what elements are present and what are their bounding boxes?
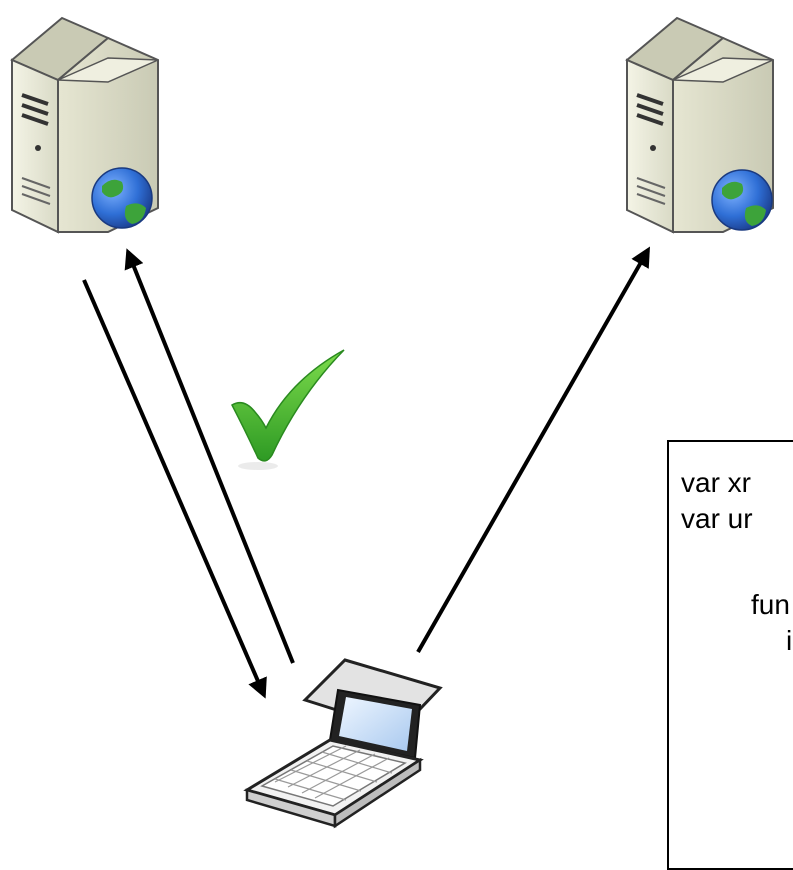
diagram-canvas xyxy=(10,16,774,829)
code-line: var xr xyxy=(681,467,751,498)
arrow-client-to-server-left xyxy=(124,248,295,664)
code-line: fun xyxy=(751,589,790,620)
globe-icon xyxy=(711,169,773,231)
arrow-server-to-client xyxy=(82,279,267,699)
laptop-icon xyxy=(243,658,443,829)
checkmark-icon xyxy=(231,349,345,470)
code-line: i xyxy=(786,625,793,656)
server-right xyxy=(625,16,774,234)
code-line: var ur xyxy=(681,503,753,534)
globe-icon xyxy=(91,167,153,229)
code-snippet-box: var xr var ur fun i xyxy=(667,440,793,870)
server-left xyxy=(10,16,159,234)
arrow-client-to-server-right xyxy=(416,246,650,653)
